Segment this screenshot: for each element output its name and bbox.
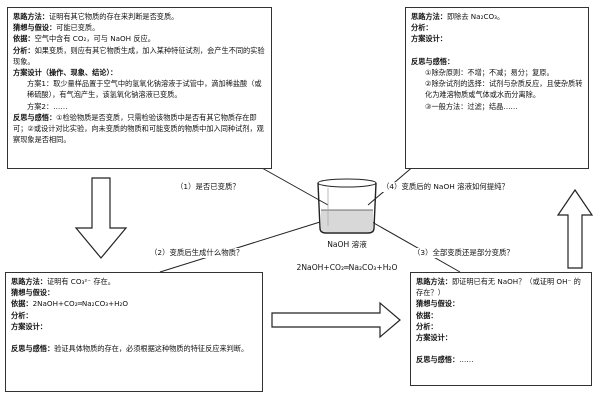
down-arrow bbox=[74, 177, 128, 259]
beaker-icon bbox=[317, 178, 377, 234]
text: 即除去 Na₂CO₃。 bbox=[446, 12, 505, 21]
text: 可能已变质。 bbox=[56, 23, 100, 33]
label: 反思与感悟： bbox=[13, 112, 57, 122]
label: 思路方法： bbox=[13, 12, 49, 21]
label: 依据： bbox=[13, 34, 35, 44]
box-question-3: 思路方法：即证明已有无 NaOH？（或证明 OH⁻ 的存在？） 猜想与假设： 依… bbox=[410, 272, 592, 386]
label: 方案设计： bbox=[416, 333, 452, 343]
label: 分析： bbox=[11, 310, 33, 320]
box-question-2: 思路方法：证明有 CO₃²⁻ 存在。 猜想与假设： 依据：2NaOH+CO₂═N… bbox=[5, 272, 263, 392]
text: 验证具体物质的存在，必须根据这种物质的特征反应来判断。 bbox=[54, 344, 249, 354]
label: 分析： bbox=[416, 321, 438, 331]
label: 猜想与假设： bbox=[11, 288, 55, 298]
text: ③一般方法：过滤；结晶…… bbox=[425, 101, 518, 111]
label: 思路方法： bbox=[11, 277, 47, 286]
text: 方案1：取少量样品置于空气中的氢氧化钠溶液于试管中，滴加稀盐酸（或稀硫酸），有气… bbox=[27, 79, 262, 100]
text: 即证明已有无 NaOH？（或证明 OH⁻ 的存在？） bbox=[416, 277, 581, 298]
text: 空气中含有 CO₂，可与 NaOH 反应。 bbox=[34, 34, 155, 44]
label: 猜想与假设： bbox=[13, 23, 57, 33]
text: 证明有 CO₃²⁻ 存在。 bbox=[46, 277, 115, 286]
text: ①除杂原则：不增；不减；易分；复原。 bbox=[425, 68, 554, 78]
connector-label-4: （4）变质后的 NaOH 溶液如何提纯？ bbox=[382, 182, 509, 192]
text: ①检验物质是否变质，只需检验该物质中是否有其它物质存在即可；②或设计对比实验，向… bbox=[13, 112, 264, 145]
label: 依据： bbox=[11, 299, 33, 309]
label: 思路方法： bbox=[416, 277, 452, 286]
label: 猜想与假设： bbox=[416, 299, 460, 309]
up-arrow bbox=[556, 188, 594, 269]
beaker-label: NaOH 溶液 bbox=[327, 240, 367, 249]
label: 思路方法： bbox=[411, 12, 447, 21]
text: 2NaOH+CO₂═Na₂CO₃+H₂O bbox=[32, 299, 129, 309]
text: 证明有其它物质的存在来判断是否变质。 bbox=[48, 12, 179, 21]
box-question-1: 思路方法：证明有其它物质的存在来判断是否变质。 猜想与假设：可能已变质。 依据：… bbox=[7, 7, 272, 169]
label: 方案设计： bbox=[11, 321, 47, 331]
label: 分析： bbox=[411, 23, 433, 33]
text: ②除杂试剂的选择：试剂与杂质反应，且使杂质转化为难溶物质或气体或水而分离除。 bbox=[425, 79, 583, 100]
text: 如果变质，则应有其它物质生成，加入某种特征试剂，会产生不同的实验现象。 bbox=[13, 45, 265, 66]
connector-label-3: （3）全部变质还是部分变质？ bbox=[413, 248, 514, 258]
right-arrow bbox=[271, 301, 401, 339]
reaction-equation: 2NaOH+CO₂═Na₂CO₃+H₂O bbox=[296, 263, 398, 272]
box-question-4: 思路方法：即除去 Na₂CO₃。 分析： 方案设计： 反思与感悟： ①除杂原则：… bbox=[405, 7, 589, 169]
label: 反思与感悟： bbox=[416, 355, 460, 365]
label: 方案设计（操作、现象、结论）： bbox=[13, 68, 118, 78]
connector-label-2: （2）变质后生成什么物质？ bbox=[150, 248, 244, 258]
connector-label-1: （1）是否已变质？ bbox=[176, 182, 240, 192]
label: 方案设计： bbox=[411, 34, 447, 44]
label: 反思与感悟： bbox=[411, 56, 455, 66]
label: 反思与感悟： bbox=[11, 344, 55, 354]
label: 依据： bbox=[416, 310, 438, 320]
text: …… bbox=[459, 355, 474, 365]
label: 分析： bbox=[13, 45, 35, 55]
text: 方案2：…… bbox=[27, 101, 68, 111]
